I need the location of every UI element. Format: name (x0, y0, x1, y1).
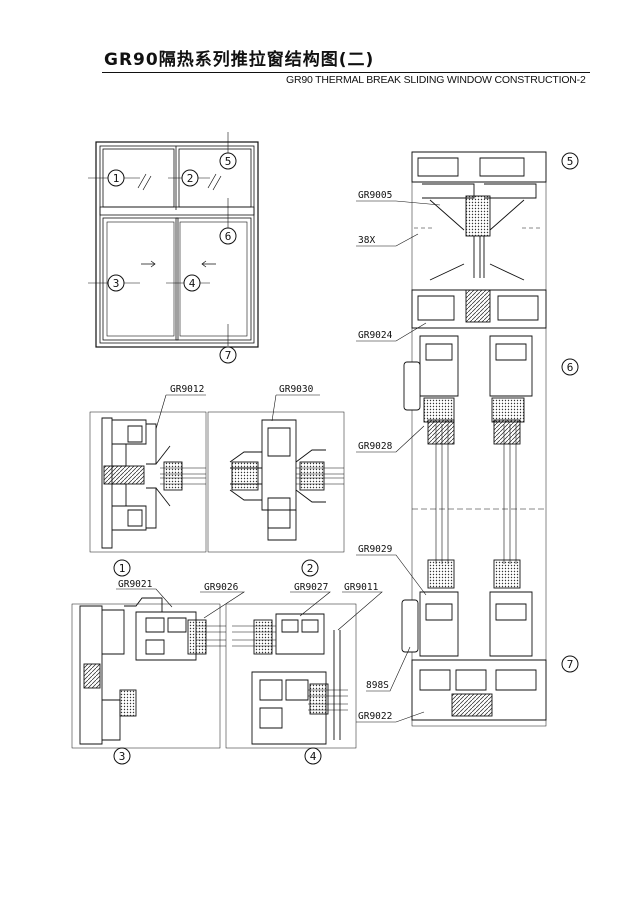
svg-text:5: 5 (567, 155, 574, 168)
svg-text:6: 6 (567, 361, 574, 374)
svg-text:38X: 38X (358, 235, 375, 246)
svg-text:4: 4 (310, 750, 317, 763)
title-rule (102, 72, 590, 73)
section-circles: 5 6 7 (561, 152, 579, 673)
label-gr9012: GR9012 (170, 384, 204, 395)
detail-1-leaders (155, 394, 320, 430)
label-gr9021: GR9021 (118, 579, 153, 590)
svg-text:7: 7 (567, 658, 574, 671)
svg-text:GR9022: GR9022 (358, 711, 392, 722)
svg-text:3: 3 (113, 277, 120, 290)
svg-text:GR9028: GR9028 (358, 441, 393, 452)
svg-text:GR9029: GR9029 (358, 544, 393, 555)
svg-text:GR9024: GR9024 (358, 330, 393, 341)
svg-text:3: 3 (119, 750, 126, 763)
section-leaders (356, 200, 441, 723)
vertical-section (401, 151, 547, 727)
svg-text:898S: 898S (366, 680, 389, 691)
svg-text:5: 5 (225, 155, 232, 168)
svg-text:1: 1 (119, 562, 126, 575)
svg-text:1: 1 (113, 172, 120, 185)
window-elevation (88, 132, 259, 348)
label-gr9026: GR9026 (204, 582, 239, 593)
svg-text:2: 2 (187, 172, 194, 185)
svg-text:4: 4 (189, 277, 196, 290)
svg-text:2: 2 (307, 562, 314, 575)
detail-mullion-sections (89, 411, 345, 553)
drawing-title: GR90隔热系列推拉窗结构图(二) (104, 50, 375, 70)
svg-text:GR9005: GR9005 (358, 190, 392, 201)
detail-2-circles: 1 2 3 4 (113, 559, 322, 765)
elevation-callouts: 1 2 3 4 5 6 7 (107, 152, 237, 364)
detail-sash-sections (71, 597, 357, 749)
section-labels: GR9005 38X GR9024 GR9028 GR9029 898S GR9… (358, 190, 393, 722)
label-gr9011: GR9011 (344, 582, 379, 593)
svg-text:6: 6 (225, 230, 232, 243)
detail-2-leaders (116, 588, 383, 631)
drawing-subtitle: GR90 THERMAL BREAK SLIDING WINDOW CONSTR… (286, 74, 586, 86)
label-gr9030: GR9030 (279, 384, 314, 395)
label-gr9027: GR9027 (294, 582, 328, 593)
svg-text:7: 7 (225, 349, 232, 362)
